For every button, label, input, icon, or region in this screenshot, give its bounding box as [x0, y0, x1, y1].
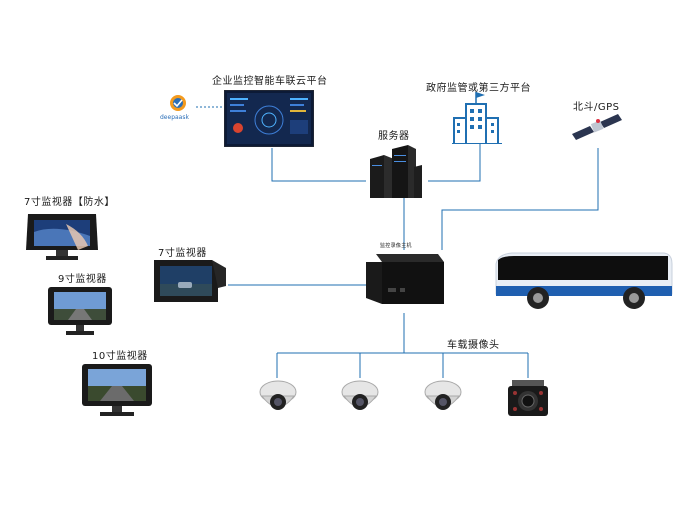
logo-text: deepaask: [160, 114, 189, 121]
platform-label: 企业监控智能车联云平台: [212, 76, 328, 87]
satellite-icon: [572, 112, 622, 142]
monitor10-label: 10寸监视器: [92, 351, 148, 362]
dome-camera-icon: [423, 378, 463, 416]
monitor7-label: 7寸监视器: [158, 248, 207, 259]
monitor7-icon: [152, 258, 228, 304]
server-rack-icon: [364, 145, 430, 200]
dashboard-screen-icon: [223, 89, 315, 148]
mdvr-box-icon: [366, 254, 444, 304]
government-building-icon: [452, 92, 502, 145]
dome-camera-icon: [340, 378, 380, 416]
mdvr-label: 监控录像主机: [380, 243, 412, 249]
cameras-label: 车载摄像头: [447, 340, 500, 351]
logo-icon: deepaask: [160, 92, 198, 124]
beidou-label: 北斗/GPS: [573, 102, 620, 113]
bus-icon: [492, 250, 674, 312]
monitor7-waterproof-icon: [26, 210, 98, 262]
monitor9-label: 9寸监视器: [58, 274, 107, 285]
server-label: 服务器: [378, 131, 410, 142]
monitor7-waterproof-label: 7寸监视器【防水】: [24, 197, 115, 208]
monitor10-icon: [82, 362, 152, 418]
box-camera-icon: [506, 378, 550, 418]
monitor9-icon: [48, 285, 112, 337]
dome-camera-icon: [258, 378, 298, 416]
government-label: 政府监管或第三方平台: [426, 83, 531, 94]
